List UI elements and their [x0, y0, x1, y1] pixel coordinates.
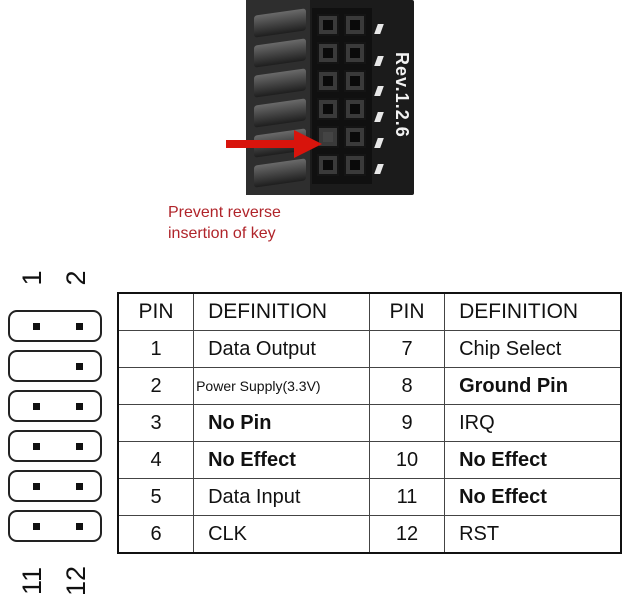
note-line-2: insertion of key: [168, 225, 276, 242]
definition-cell: Data Input: [193, 478, 370, 516]
pin-cell: 10: [368, 441, 446, 479]
socket-hole: [344, 98, 366, 120]
definition-cell: Chip Select: [444, 330, 622, 368]
pin-dot-icon: [33, 443, 40, 450]
definition-cell: RST: [444, 515, 622, 554]
pin-cell: 5: [117, 478, 195, 516]
note-line-1: Prevent reverse: [168, 204, 281, 221]
pin-number-2: 2: [61, 270, 91, 286]
pin-header-slot: [8, 350, 102, 382]
socket-hole: [344, 14, 366, 36]
definition-cell: No Pin: [193, 404, 370, 442]
definition-cell: Power Supply(3.3V): [193, 367, 370, 405]
revision-label: Rev.1.2.6: [392, 52, 412, 138]
pin-cell: 2: [117, 367, 195, 405]
pin-number-12: 12: [61, 565, 91, 597]
definition-cell: No Effect: [444, 478, 622, 516]
pin-cell: 3: [117, 404, 195, 442]
socket-hole: [344, 42, 366, 64]
tpm-connector-photo: Rev.1.2.6: [246, 0, 414, 195]
pin-dot-icon: [33, 323, 40, 330]
reverse-insertion-note: Prevent reverse insertion of key: [168, 202, 348, 244]
socket-hole: [317, 70, 339, 92]
pin-dot-icon: [76, 323, 83, 330]
column-header-pin: PIN: [117, 292, 195, 331]
connector-side-ridges: [246, 0, 310, 195]
table-row: 3 No Pin 9 IRQ: [117, 404, 622, 442]
pin-dot-icon: [76, 443, 83, 450]
pin-number-1: 1: [17, 270, 47, 286]
pin-cell: 9: [368, 404, 446, 442]
pin-cell: 7: [368, 330, 446, 368]
table-row: 6 CLK 12 RST: [117, 515, 622, 554]
pin-cell: 1: [117, 330, 195, 368]
pin-definition-table: PIN DEFINITION PIN DEFINITION 1 Data Out…: [117, 292, 622, 554]
column-header-definition: DEFINITION: [444, 292, 622, 331]
socket-hole: [317, 42, 339, 64]
table-row: 2 Power Supply(3.3V) 8 Ground Pin: [117, 367, 622, 405]
connector-ridge: [254, 68, 306, 98]
definition-cell: Ground Pin: [444, 367, 622, 405]
definition-cell: Data Output: [193, 330, 370, 368]
socket-hole: [344, 154, 366, 176]
pin-dot-icon: [76, 403, 83, 410]
socket-hole: [317, 98, 339, 120]
pin-number-11: 11: [17, 566, 47, 596]
pin-dot-icon: [33, 403, 40, 410]
connector-ridge: [254, 98, 306, 128]
socket-hole: [344, 126, 366, 148]
pin-dot-icon: [76, 523, 83, 530]
pin-cell: 6: [117, 515, 195, 554]
connector-tick: [374, 86, 384, 96]
definition-cell: IRQ: [444, 404, 622, 442]
table-header-row: PIN DEFINITION PIN DEFINITION: [117, 292, 622, 331]
table-row: 1 Data Output 7 Chip Select: [117, 330, 622, 368]
pin-dot-icon: [33, 523, 40, 530]
connector-ridge: [254, 38, 306, 68]
pin-dot-icon: [33, 483, 40, 490]
pin-header-slot: [8, 430, 102, 462]
pin-header-slot: [8, 390, 102, 422]
connector-ridge: [254, 8, 306, 38]
column-header-definition: DEFINITION: [193, 292, 370, 331]
pin-header-slot: [8, 470, 102, 502]
connector-tick: [374, 112, 384, 122]
connector-tick: [374, 164, 384, 174]
socket-hole: [344, 70, 366, 92]
pin-cell: 8: [368, 367, 446, 405]
pin-header-slot: [8, 510, 102, 542]
column-header-pin: PIN: [368, 292, 446, 331]
definition-cell: No Effect: [444, 441, 622, 479]
pin-dot-icon: [76, 363, 83, 370]
pin-cell: 12: [368, 515, 446, 554]
socket-hole: [317, 14, 339, 36]
pin-cell: 11: [368, 478, 446, 516]
red-arrow-icon: [294, 130, 322, 158]
connector-ridge: [254, 158, 306, 188]
red-arrow-shaft: [226, 140, 296, 148]
connector-tick: [374, 138, 384, 148]
pin-header-slot: [8, 310, 102, 342]
pin-cell: 4: [117, 441, 195, 479]
table-row: 4 No Effect 10 No Effect: [117, 441, 622, 479]
definition-cell: No Effect: [193, 441, 370, 479]
connector-tick: [374, 24, 384, 34]
table-row: 5 Data Input 11 No Effect: [117, 478, 622, 516]
definition-cell: CLK: [193, 515, 370, 554]
socket-hole: [317, 154, 339, 176]
connector-socket-grid: [312, 8, 372, 184]
connector-tick: [374, 56, 384, 66]
pin-dot-icon: [76, 483, 83, 490]
